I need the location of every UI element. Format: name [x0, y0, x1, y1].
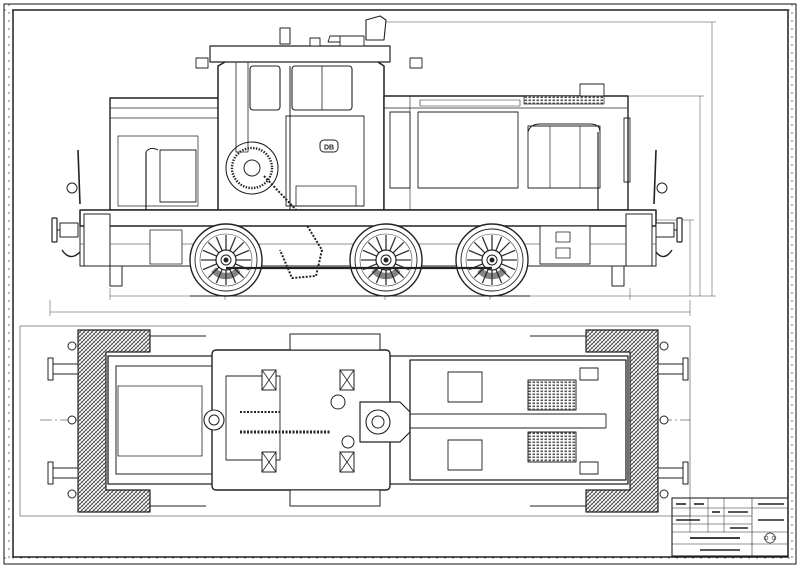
- buffer-left: [51, 217, 79, 243]
- buffer-right: [655, 217, 683, 243]
- end-beam-right: [585, 329, 659, 513]
- db-emblem: DB: [324, 145, 334, 152]
- sheet-border: [3, 3, 797, 565]
- side-elevation-view: DB: [49, 15, 716, 316]
- radiator-grille-bottom: [527, 431, 577, 463]
- long-hood: [383, 95, 629, 211]
- wheelset-1: [189, 223, 263, 297]
- main-frame: [79, 209, 657, 227]
- plan-view: [19, 325, 691, 517]
- exhaust-stack: [365, 15, 387, 41]
- wheelset-3: [455, 223, 529, 297]
- end-beam-left: [77, 329, 151, 513]
- short-hood: [109, 97, 221, 211]
- radiator-grille-top: [527, 379, 577, 411]
- brake-wheel: [225, 141, 279, 195]
- wheelset-2: [349, 223, 423, 297]
- title-block: [671, 497, 789, 557]
- db-emblem-plate: [319, 139, 339, 153]
